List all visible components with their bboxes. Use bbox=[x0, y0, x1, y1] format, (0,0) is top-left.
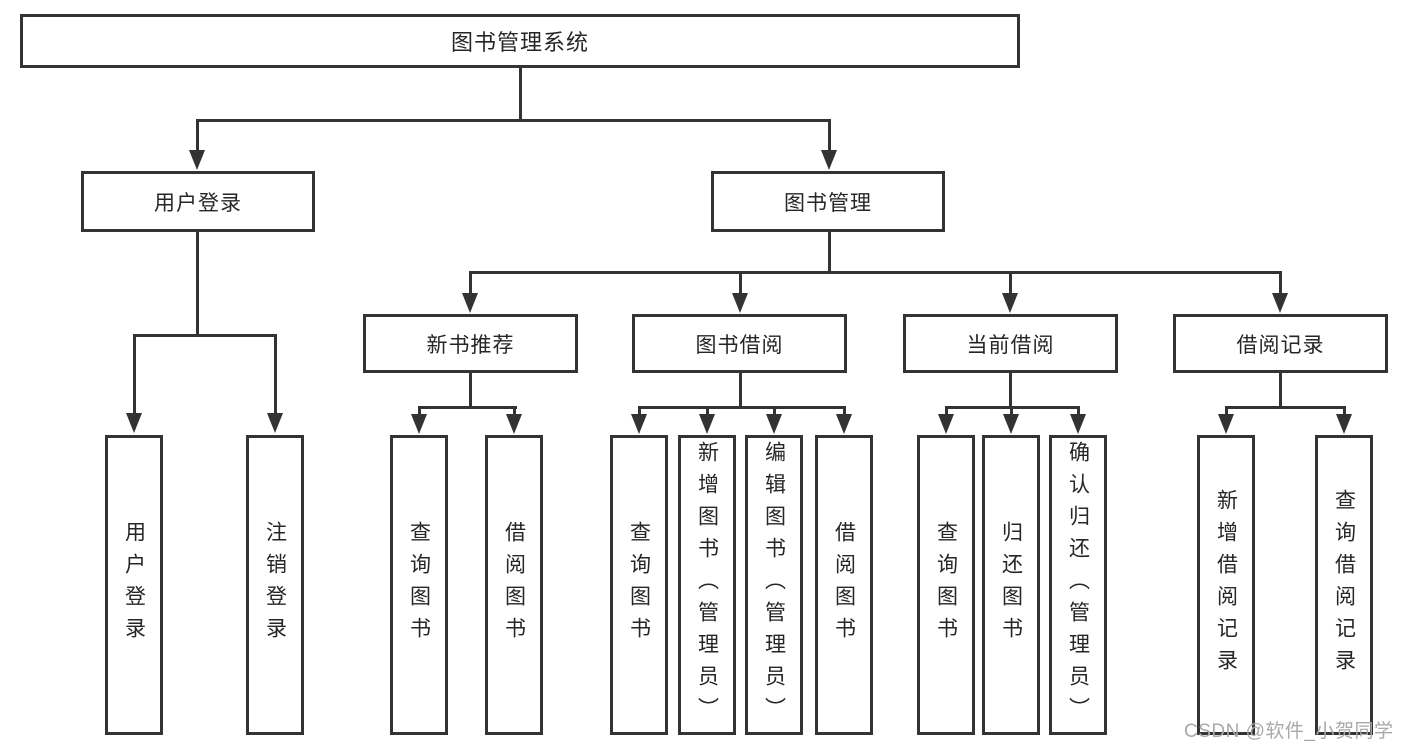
connector-drop bbox=[842, 407, 846, 416]
connector-stem bbox=[195, 232, 199, 335]
connector-drop bbox=[944, 407, 948, 416]
connector-drop bbox=[705, 407, 709, 416]
arrow-down-icon bbox=[1002, 293, 1018, 313]
arrow-down-icon bbox=[836, 414, 852, 434]
arrow-down-icon bbox=[1070, 414, 1086, 434]
arrow-down-icon bbox=[267, 413, 283, 433]
leaf-borrow-books-recommend: 借阅图书 bbox=[485, 435, 543, 735]
node-book-borrowing: 图书借阅 bbox=[632, 314, 847, 373]
connector-stem bbox=[1008, 373, 1012, 407]
leaf-borrow-books: 借阅图书 bbox=[815, 435, 873, 735]
node-library-management-system: 图书管理系统 bbox=[20, 14, 1020, 68]
arrow-down-icon bbox=[506, 414, 522, 434]
connector-drop bbox=[417, 407, 421, 416]
arrow-down-icon bbox=[938, 414, 954, 434]
arrow-down-icon bbox=[631, 414, 647, 434]
connector-root-stem bbox=[518, 68, 522, 120]
connector-drop bbox=[1224, 407, 1228, 416]
connector-drop bbox=[273, 335, 277, 415]
connector-rail bbox=[637, 405, 846, 409]
connector-drop bbox=[195, 120, 199, 153]
arrow-down-icon bbox=[1003, 414, 1019, 434]
arrow-down-icon bbox=[766, 414, 782, 434]
connector-drop bbox=[772, 407, 776, 416]
connector-drop bbox=[738, 272, 742, 295]
connector-drop bbox=[132, 335, 136, 415]
arrow-down-icon bbox=[126, 413, 142, 433]
csdn-watermark: CSDN @软件_小贺同学 bbox=[1184, 721, 1394, 742]
arrow-down-icon bbox=[1218, 414, 1234, 434]
connector-drop bbox=[1278, 272, 1282, 295]
connector-drop bbox=[1009, 407, 1013, 416]
arrow-down-icon bbox=[821, 150, 837, 170]
connector-rail bbox=[1224, 405, 1346, 409]
node-book-management: 图书管理 bbox=[711, 171, 945, 232]
arrow-down-icon bbox=[699, 414, 715, 434]
arrow-down-icon bbox=[189, 150, 205, 170]
arrow-down-icon bbox=[1336, 414, 1352, 434]
leaf-add-borrow-record: 新增借阅记录 bbox=[1197, 435, 1255, 735]
leaf-query-books-recommend: 查询图书 bbox=[390, 435, 448, 735]
connector-root-rail bbox=[195, 118, 831, 122]
connector-stem bbox=[468, 373, 472, 407]
node-borrow-records: 借阅记录 bbox=[1173, 314, 1388, 373]
leaf-query-books-borrowing: 查询图书 bbox=[610, 435, 668, 735]
connector-rail bbox=[417, 405, 517, 409]
connector-drop bbox=[468, 272, 472, 295]
connector-stem bbox=[1278, 373, 1282, 407]
connector-drop bbox=[512, 407, 516, 416]
leaf-query-borrow-record: 查询借阅记录 bbox=[1315, 435, 1373, 735]
arrow-down-icon bbox=[462, 293, 478, 313]
arrow-down-icon bbox=[1272, 293, 1288, 313]
connector-rail bbox=[132, 333, 277, 337]
leaf-logout: 注销登录 bbox=[246, 435, 304, 735]
connector-stem bbox=[827, 232, 831, 272]
leaf-user-login: 用户登录 bbox=[105, 435, 163, 735]
connector-drop bbox=[827, 120, 831, 153]
leaf-add-books-admin: 新增图书（管理员） bbox=[678, 435, 736, 735]
leaf-return-books: 归还图书 bbox=[982, 435, 1040, 735]
node-new-book-recommend: 新书推荐 bbox=[363, 314, 578, 373]
leaf-query-books-current: 查询图书 bbox=[917, 435, 975, 735]
connector-drop bbox=[1008, 272, 1012, 295]
node-current-borrowing: 当前借阅 bbox=[903, 314, 1118, 373]
connector-drop bbox=[637, 407, 641, 416]
connector-stem bbox=[738, 373, 742, 407]
arrow-down-icon bbox=[732, 293, 748, 313]
connector-drop bbox=[1342, 407, 1346, 416]
connector-drop bbox=[1076, 407, 1080, 416]
arrow-down-icon bbox=[411, 414, 427, 434]
connector-rail bbox=[468, 270, 1282, 274]
leaf-edit-books-admin: 编辑图书（管理员） bbox=[745, 435, 803, 735]
node-user-login: 用户登录 bbox=[81, 171, 315, 232]
leaf-confirm-return-admin: 确认归还（管理员） bbox=[1049, 435, 1107, 735]
